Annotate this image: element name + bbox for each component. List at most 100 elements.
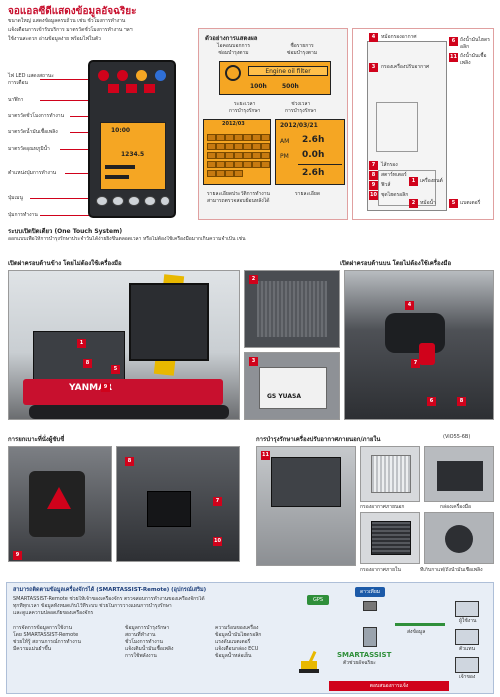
cup-holder-caption: ที่เก็บกาแฟ/ถังน้ำมันเชื้อเพลิง [420,567,483,573]
gps-badge: GPS [307,595,329,605]
pm-value: 0.0h [302,150,325,160]
smartassist-logo: SMARTASSIST [337,651,392,659]
log-date: 2012/03/21 [280,122,318,129]
data-flow-arrow [395,623,445,626]
battery-photo: GS YUASA 3 [244,352,340,420]
pressure-icon [126,84,137,93]
am-value: 2.6h [302,135,325,145]
battery-block [259,367,327,409]
outer-filter [371,455,411,493]
cab-outline [376,102,418,152]
maintenance-screen: Engine oil filter 100h 500h [219,61,331,95]
range-caption: ช่วงเวลาการบำรุงรักษา [285,101,317,114]
toolbox-photo [424,446,494,502]
position-label: ตำแหน่งปุ่มการทำงาน [8,170,57,176]
pc-dealer-label: ตัวแทน [459,646,475,652]
satellite-badge: ดาวเทียม [355,587,385,597]
total-divider [298,164,342,165]
inner-filter-photo [360,512,420,564]
machine-top-view [367,41,447,211]
intro-line-1: ขนาดใหญ่ แสดงข้อมูลครบถ้วน เช่น ชั่วโมงก… [8,18,126,24]
one-touch-desc: ออกแบบเพื่อให้การบำรุงรักษาประจำวันได้ง่… [8,236,246,242]
engine-label: เครื่องยนต์ [420,178,443,184]
function-button-2[interactable] [128,196,140,206]
list-right: ความร้อนของเครื่องข้อมูลน้ำมันไฮดรอลิกแร… [215,625,262,659]
send-label: ส่งข้อมูล [407,629,426,635]
pc-owner-label: เจ้าของ [459,674,476,680]
fuse-label: ฟิวส์ [381,182,391,188]
function-button-3[interactable] [144,196,156,206]
list-mid: ข้อมูลการบำรุงรักษาสถานที่ทำงานชั่วโมงกา… [125,625,174,659]
air-cleaner-label: หม้อกรองอากาศ [381,34,417,40]
toolbox-bin [437,461,483,491]
response-bar: ตอบสนองการแจ้ง [329,681,449,691]
top-cover-caption: เปิดฝาครอบด้านบน โดยไม่ต้องใช้เครื่องมือ [340,260,452,267]
calendar-screen: 2012/03 [203,119,271,185]
ac-filter-label: กรองเครื่องปรับอากาศ [381,64,430,70]
display-example-box: ตัวอย่างการแสดงผล ไอคอนบอกการซ่อมบำรุงตา… [198,28,348,220]
interval-2: 500h [282,83,299,90]
one-touch-heading: ระบบเปิดปิดเดียว (One Touch System) [8,228,123,235]
cup-holder-photo [424,512,494,564]
temp-bar [105,175,129,179]
filter-canister [419,343,435,365]
smartassist-heading: สามารถติดตามข้อมูลเครื่องจักรได้ (SMARTA… [13,587,207,593]
page-title: จอแอลซีดีแสดงข้อมูลอัจฉริยะ [8,6,137,17]
engine-top-photo: 4 7 6 8 [344,270,494,420]
fuel-bar [105,165,135,169]
seat-heading: การยกเบาะที่นั่งผู้ขับขี่ [8,436,65,443]
hydraulic-unit-label: ชุดไฮดรอลิก [381,192,409,198]
cup-holder [445,525,473,553]
total-value: 2.6h [302,168,325,178]
server-icon [363,627,377,647]
lcd-hours: 1234.5 [121,151,145,158]
temp-gauge-label: มาตรวัดอุณหภูมิน้ำ [8,146,50,152]
daily-log-screen: 2012/03/21 AM 2.6h PM 0.0h 2.6h [275,119,345,185]
lcd-time: 10:00 [111,127,131,134]
cab-window [271,457,341,507]
radiator-photo: 2 [244,270,340,348]
menu-button-label: ปุ่มเมนู [8,195,23,201]
period-caption: ระยะเวลาการบำรุงรักษา [229,101,261,114]
smartassist-logo-sub: ตัวช่วยอัจฉริยะ [343,660,376,666]
filter-icon [144,84,155,93]
under-seat-photo: 8 7 10 [116,446,240,562]
icon-caption: ไอคอนบอกการซ่อมบำรุงตาม [217,43,251,56]
calendar-title: 2012/03 [222,121,245,127]
battery-label: แบตเตอรี่ [460,200,481,206]
pc-owner-icon [455,657,479,673]
detail-caption: รายละเอียด [295,191,321,197]
side-cover-caption: เปิดฝาครอบด้านข้าง โดยไม่ต้องใช้เครื่องม… [8,260,122,267]
cab [129,283,209,361]
menu-button[interactable] [96,196,108,206]
function-button-4[interactable] [160,196,170,206]
fuse-box [147,491,191,527]
satellite-icon [363,601,377,611]
pc-user-icon [455,601,479,617]
excavator-photo: YANMAR 1 5 8 9 [8,270,240,420]
oil-icon [136,70,147,81]
pc-user-label: ผู้ใช้งาน [459,618,477,624]
fuel-gauge-label: มาตรวัดน้ำมันเชื้อเพลิง [8,129,58,135]
inner-filter [371,521,411,555]
function-button-label: ปุ่มการทำงาน [8,212,38,218]
outer-filter-photo [360,446,420,502]
list-left: การจัดการข้อมูลการใช้งานโดย SMARTASSIST-… [13,625,81,652]
function-button-1[interactable] [112,196,124,206]
outer-filter-caption: กรองอากาศภายนอก [360,504,405,510]
cab-exterior-photo: 11 [256,446,356,566]
air-cleaner [385,313,445,353]
smartassist-box: สามารถติดตามข้อมูลเครื่องจักรได้ (SMARTA… [6,582,494,694]
interval-1: 100h [250,83,267,90]
am-label: AM [280,138,290,145]
battery-icon [108,84,119,93]
pm-label: PM [280,153,289,160]
battery-brand: GS YUASA [267,393,301,400]
smartassist-desc-1: SMARTASSIST-Remote ช่วยให้เจ้าของเครื่อง… [13,596,205,602]
info-icon [155,70,166,81]
water-temp-icon [117,70,128,81]
radiator-core [257,281,327,337]
counterweight [23,379,223,405]
smartassist-desc-2: ทุกที่ทุกเวลา ข้อมูลทั้งหมดเก็บไว้ที่ระบ… [13,603,172,609]
intro-line-2: แจ้งเตือนการเข้ารับบริการ มาตรวัดชั่วโมง… [8,27,133,33]
